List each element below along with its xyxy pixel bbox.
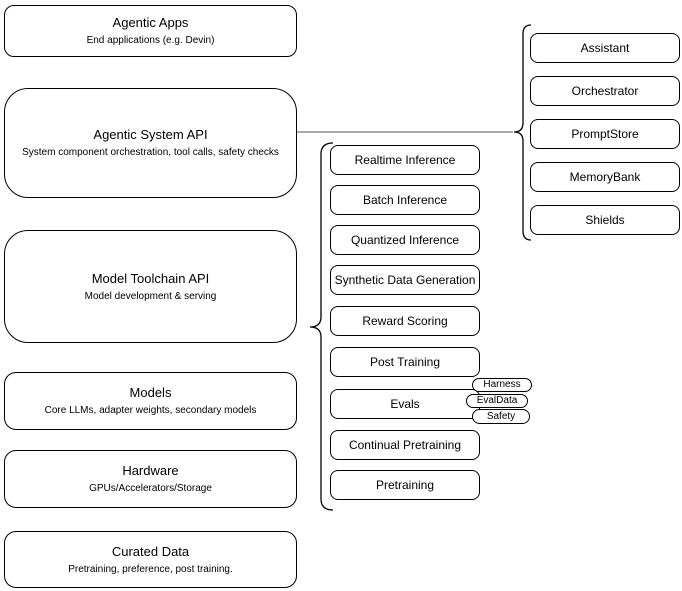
node-label: Reward Scoring <box>362 314 448 328</box>
node-evals: Evals <box>330 389 480 419</box>
node-label: Post Training <box>369 355 441 369</box>
tag-harness: Harness <box>472 378 532 392</box>
node-label: Assistant <box>580 41 630 55</box>
box-subtitle: GPUs/Accelerators/Storage <box>89 483 212 494</box>
node-label: Shields <box>585 213 625 227</box>
node-assistant: Assistant <box>530 33 680 63</box>
tag-label: EvalData <box>476 395 518 406</box>
node-synthetic-data-generation: Synthetic Data Generation <box>330 265 480 295</box>
box-model-toolchain-api: Model Toolchain API Model development & … <box>4 230 297 343</box>
tag-label: Harness <box>483 379 521 390</box>
node-label: Synthetic Data Generation <box>334 273 476 287</box>
node-label: Orchestrator <box>571 84 639 98</box>
node-continual-pretraining: Continual Pretraining <box>330 430 480 460</box>
node-label: Pretraining <box>375 478 435 492</box>
node-pretraining: Pretraining <box>330 470 480 500</box>
node-post-training: Post Training <box>330 347 480 377</box>
node-batch-inference: Batch Inference <box>330 185 480 215</box>
box-curated-data: Curated Data Pretraining, preference, po… <box>4 531 297 588</box>
box-agentic-system-api: Agentic System API System component orch… <box>4 88 297 198</box>
system-components-brace <box>513 24 532 241</box>
node-orchestrator: Orchestrator <box>530 76 680 106</box>
box-subtitle: Model development & serving <box>84 290 217 302</box>
box-title: Agentic System API <box>93 127 208 142</box>
box-title: Model Toolchain API <box>91 270 210 286</box>
node-label: Continual Pretraining <box>348 438 462 452</box>
node-label: PromptStore <box>571 127 639 141</box>
node-reward-scoring: Reward Scoring <box>330 306 480 336</box>
tag-evaldata: EvalData <box>466 394 528 408</box>
node-label: Evals <box>390 397 420 411</box>
box-title: Agentic Apps <box>112 15 189 30</box>
box-subtitle: System component orchestration, tool cal… <box>22 147 279 158</box>
node-label: MemoryBank <box>569 170 641 184</box>
tag-label: Safety <box>486 410 516 422</box>
box-hardware: Hardware GPUs/Accelerators/Storage <box>4 450 297 508</box>
box-title: Curated Data <box>111 543 190 559</box>
box-title: Hardware <box>122 463 179 478</box>
node-quantized-inference: Quantized Inference <box>330 225 480 255</box>
box-agentic-apps: Agentic Apps End applications (e.g. Devi… <box>4 5 297 57</box>
node-label: Quantized Inference <box>350 233 460 247</box>
node-label: Batch Inference <box>362 193 448 207</box>
box-title: Models <box>129 385 172 400</box>
node-promptstore: PromptStore <box>530 119 680 149</box>
node-realtime-inference: Realtime Inference <box>330 145 480 175</box>
box-subtitle: Core LLMs, adapter weights, secondary mo… <box>44 405 257 416</box>
box-subtitle: Pretraining, preference, post training. <box>68 563 233 575</box>
node-shields: Shields <box>530 205 680 235</box>
tag-safety: Safety <box>472 409 530 424</box>
node-label: Realtime Inference <box>354 153 456 167</box>
box-models: Models Core LLMs, adapter weights, secon… <box>4 372 297 430</box>
box-subtitle: End applications (e.g. Devin) <box>86 35 215 46</box>
node-memorybank: MemoryBank <box>530 162 680 192</box>
